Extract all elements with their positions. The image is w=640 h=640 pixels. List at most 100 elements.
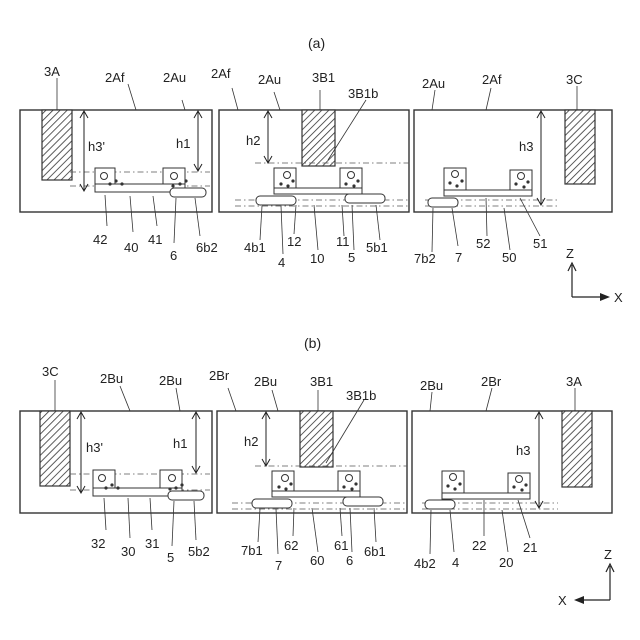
axis-x-label: X xyxy=(614,290,623,305)
label-3B1b: 3B1b xyxy=(346,388,376,403)
axis-indicator-b: Z X xyxy=(558,547,614,608)
hatched-block xyxy=(562,411,592,487)
rivet xyxy=(350,487,353,490)
leader-line xyxy=(272,390,278,411)
rivet xyxy=(279,182,282,185)
label-2Br: 2Br xyxy=(481,374,502,389)
rivet xyxy=(184,179,187,182)
bracket-base xyxy=(444,190,532,196)
bracket-base xyxy=(442,493,530,499)
hole xyxy=(516,476,523,483)
label-31: 31 xyxy=(145,536,159,551)
label-40: 40 xyxy=(124,240,138,255)
rivet xyxy=(524,483,527,486)
rail-bar xyxy=(252,499,292,508)
label-3A: 3A xyxy=(44,64,60,79)
box-b1: 3C 2Bu 2Bu h3' h1 32 30 31 5 5b2 xyxy=(20,364,212,565)
rail-bar xyxy=(428,198,458,207)
label-2Bu: 2Bu xyxy=(100,371,123,386)
label-h3prime: h3' xyxy=(88,139,105,154)
rail-bar xyxy=(170,188,206,197)
hatched-block xyxy=(40,411,70,486)
rivet xyxy=(356,179,359,182)
label-h2: h2 xyxy=(244,434,258,449)
rivet xyxy=(114,179,117,182)
leader-line xyxy=(258,509,260,542)
label-11: 11 xyxy=(336,234,350,249)
rail-bar xyxy=(343,497,383,506)
rivet xyxy=(446,484,449,487)
rivet xyxy=(354,482,357,485)
label-3C: 3C xyxy=(566,72,583,87)
label-3A: 3A xyxy=(566,374,582,389)
box-a1: 3A 2Af 2Au h3' h1 42 40 41 6 6b2 xyxy=(20,64,218,263)
rivet xyxy=(180,483,183,486)
label-20: 20 xyxy=(499,555,513,570)
label-3B1: 3B1 xyxy=(312,70,335,85)
label-6: 6 xyxy=(346,553,353,568)
label-30: 30 xyxy=(121,544,135,559)
label-41: 41 xyxy=(148,232,162,247)
rivet xyxy=(522,185,525,188)
x-arrow-icon xyxy=(600,293,610,301)
label-h2: h2 xyxy=(246,133,260,148)
box-b3: 2Bu 2Br 3A h3 4b2 4 22 20 21 xyxy=(412,374,612,571)
hatched-block xyxy=(42,110,72,180)
hatched-block xyxy=(300,411,333,467)
leader-line xyxy=(176,388,180,411)
rivet xyxy=(455,184,458,187)
label-21: 21 xyxy=(523,540,537,555)
label-4b1: 4b1 xyxy=(244,240,266,255)
rivet xyxy=(291,179,294,182)
label-2Af: 2Af xyxy=(105,70,125,85)
axis-z-label: Z xyxy=(604,547,612,562)
hole xyxy=(450,474,457,481)
rivet xyxy=(448,181,451,184)
label-2Af: 2Af xyxy=(482,72,502,87)
label-6b2: 6b2 xyxy=(196,240,218,255)
rail-bar xyxy=(256,196,296,205)
leader-line xyxy=(430,392,432,411)
label-6: 6 xyxy=(170,248,177,263)
label-7b1: 7b1 xyxy=(241,543,263,558)
label-h1: h1 xyxy=(176,136,190,151)
panel-label: (a) xyxy=(308,35,325,51)
rivet xyxy=(512,485,515,488)
label-h3: h3 xyxy=(516,443,530,458)
leader-line xyxy=(312,508,318,552)
leader-line xyxy=(502,510,508,552)
rivet xyxy=(286,184,289,187)
rivet xyxy=(120,182,123,185)
label-2Au: 2Au xyxy=(163,70,186,85)
label-5: 5 xyxy=(167,550,174,565)
rivet xyxy=(352,184,355,187)
label-2Af: 2Af xyxy=(211,66,231,81)
rivet xyxy=(526,180,529,183)
label-2Au: 2Au xyxy=(422,76,445,91)
label-6b1: 6b1 xyxy=(364,544,386,559)
leader-line xyxy=(350,508,352,552)
label-h3: h3 xyxy=(519,139,533,154)
rivet xyxy=(174,486,177,489)
rivet xyxy=(168,487,171,490)
rivet xyxy=(110,483,113,486)
leader-line xyxy=(486,388,492,411)
label-42: 42 xyxy=(93,232,107,247)
leader-line xyxy=(228,388,236,411)
hatched-block xyxy=(565,110,595,184)
rivet xyxy=(458,482,461,485)
label-3B1: 3B1 xyxy=(310,374,333,389)
bracket-base xyxy=(272,491,360,497)
label-10: 10 xyxy=(310,251,324,266)
leader-line xyxy=(430,510,431,554)
leader-line xyxy=(182,100,185,110)
label-62: 62 xyxy=(284,538,298,553)
hole xyxy=(101,173,108,180)
rivet xyxy=(342,485,345,488)
label-7: 7 xyxy=(455,250,462,265)
box-a2: 2Af 2Au 3B1 3B1b h2 4b1 4 12 10 11 5 5b1 xyxy=(211,66,410,270)
rivet xyxy=(453,487,456,490)
rivet xyxy=(460,179,463,182)
label-60: 60 xyxy=(310,553,324,568)
